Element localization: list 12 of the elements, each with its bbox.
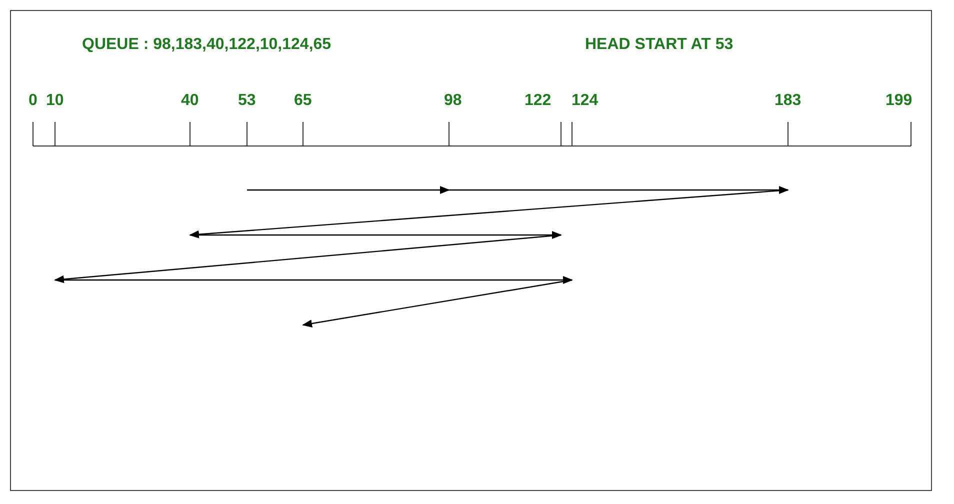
- queue-text: QUEUE : 98,183,40,122,10,124,65: [82, 36, 332, 54]
- tick-label: 98: [444, 92, 462, 110]
- tick-label: 40: [181, 92, 199, 110]
- tick-label: 199: [886, 92, 912, 110]
- head-start-text: HEAD START AT 53: [585, 36, 734, 54]
- tick-label: 10: [46, 92, 64, 110]
- tick-label: 183: [774, 92, 802, 110]
- tick-label: 65: [294, 92, 312, 110]
- tick-label: 0: [28, 92, 38, 110]
- tick-label: 53: [238, 92, 256, 110]
- tick-label: 124: [572, 92, 598, 110]
- tick-label: 122: [524, 92, 552, 110]
